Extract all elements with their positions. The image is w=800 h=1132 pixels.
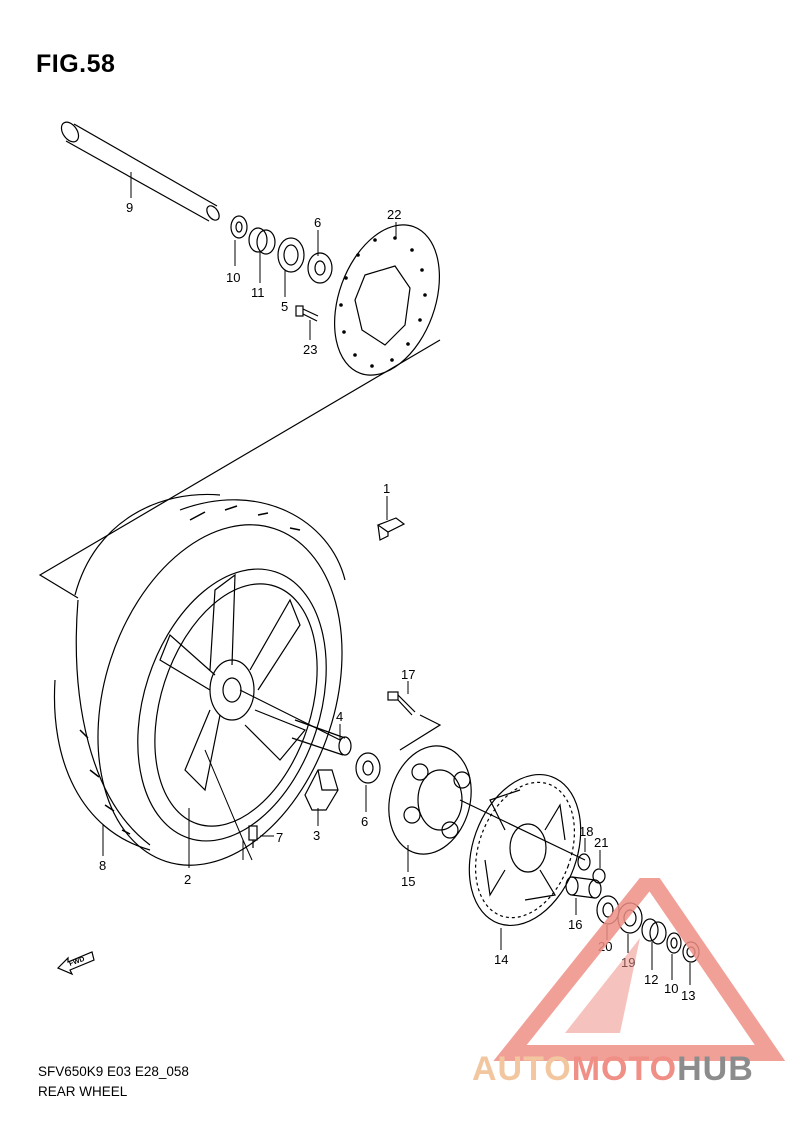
callout-8: 8 — [99, 858, 106, 873]
axle — [60, 121, 220, 222]
leader-lines — [102, 172, 691, 985]
washer-10-lower — [666, 932, 682, 954]
callout-7: 7 — [276, 830, 283, 845]
sprocket-bolt-17 — [387, 691, 442, 751]
callout-16: 16 — [568, 917, 582, 932]
spacer-16 — [565, 876, 602, 899]
callout-6-upper: 6 — [314, 215, 321, 230]
air-valve-7 — [248, 825, 258, 848]
watermark-logo-icon — [493, 878, 786, 1061]
model-code: SFV650K9 E03 E28_058 — [38, 1064, 189, 1079]
callout-13: 13 — [681, 988, 695, 1003]
callout-22: 22 — [387, 207, 401, 222]
explosion-guide — [38, 339, 441, 599]
callout-21: 21 — [594, 835, 608, 850]
fwd-arrow-icon: FWD — [56, 951, 95, 976]
figure-title: FIG.58 — [36, 50, 116, 78]
sprocket-drum-15 — [388, 745, 472, 855]
callout-18: 18 — [579, 824, 593, 839]
assembly-guide — [459, 799, 586, 861]
watermark-text: AUTOMOTOHUB — [472, 1050, 754, 1089]
callout-6-lower: 6 — [361, 814, 368, 829]
figure-name: REAR WHEEL — [38, 1084, 128, 1099]
callout-11: 11 — [251, 285, 265, 300]
callout-12: 12 — [644, 972, 658, 987]
callout-23: 23 — [303, 342, 317, 357]
callout-2: 2 — [184, 872, 191, 887]
washer-10 — [230, 215, 248, 239]
bearing-6-lower — [355, 752, 381, 784]
callout-9: 9 — [126, 200, 133, 215]
spacer-tube-4 — [239, 689, 352, 756]
washer-18 — [577, 853, 591, 871]
collar-12 — [641, 918, 667, 945]
collar-11 — [248, 227, 276, 255]
callout-10: 10 — [226, 270, 240, 285]
watermark-moto: MOTO — [571, 1050, 678, 1088]
callout-10-lower: 10 — [664, 981, 678, 996]
brake-disc-22 — [333, 224, 441, 376]
callout-1: 1 — [383, 481, 390, 496]
rear-tire — [53, 493, 346, 866]
disc-bolt-23 — [295, 305, 319, 322]
watermark-hub: HUB — [677, 1050, 754, 1088]
callout-17: 17 — [401, 667, 415, 682]
rear-sprocket-14 — [468, 773, 582, 927]
balancer-weight-1 — [376, 517, 406, 541]
callout-14: 14 — [494, 952, 508, 967]
watermark-auto: AUTO — [472, 1050, 572, 1088]
callout-5: 5 — [281, 299, 288, 314]
bearing-6-upper — [307, 252, 333, 284]
callout-3: 3 — [313, 828, 320, 843]
cushion-3 — [304, 769, 339, 811]
callout-15: 15 — [401, 874, 415, 889]
callout-4: 4 — [336, 709, 343, 724]
dust-seal-5 — [277, 237, 305, 273]
